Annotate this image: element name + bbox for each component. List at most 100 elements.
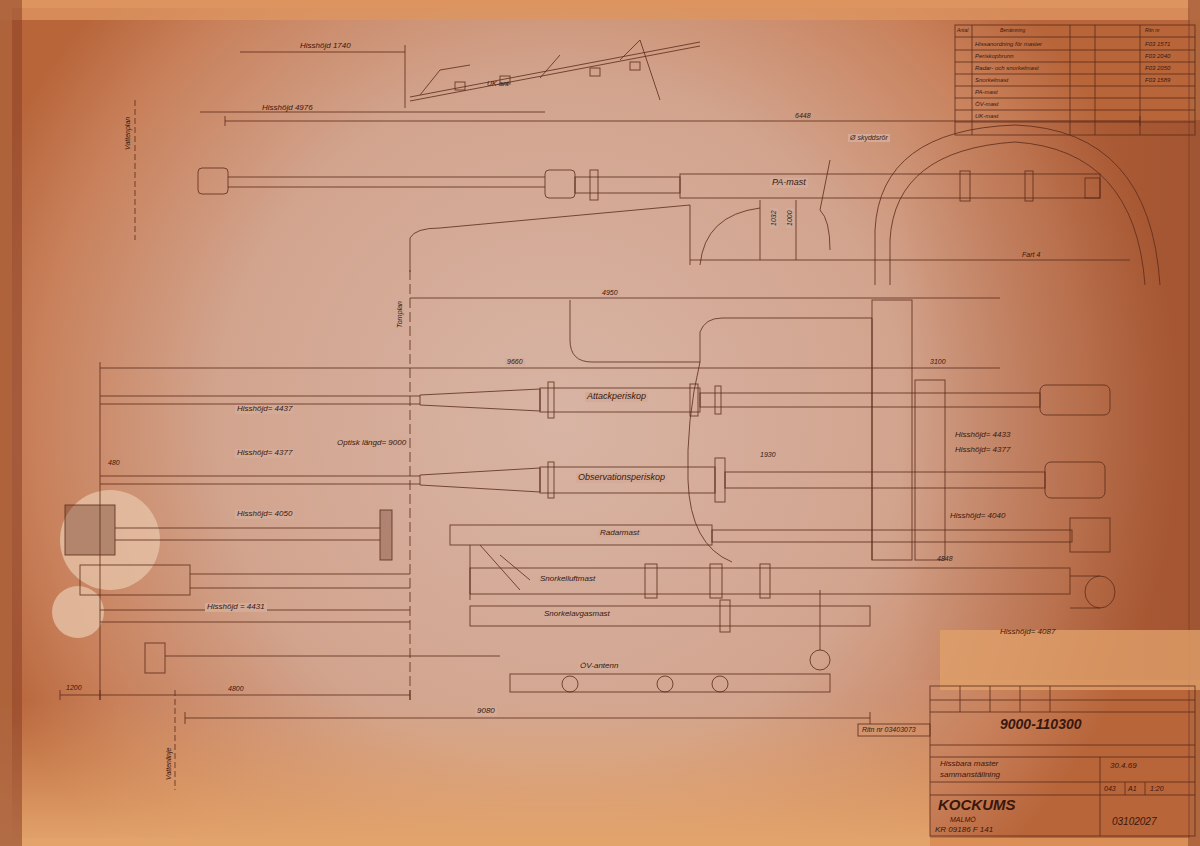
- drawing-rect: [760, 564, 770, 598]
- drawing-line: [960, 686, 961, 712]
- drawing-rect: [700, 393, 1040, 407]
- drawing-line: [185, 718, 870, 719]
- drawing-line: [175, 690, 176, 790]
- drawing-line: [796, 200, 797, 260]
- drawing-path: [410, 205, 690, 272]
- drawing-line: [410, 298, 1000, 299]
- drawing-label: A1: [1128, 785, 1137, 793]
- drawing-rect: [630, 62, 640, 70]
- drawing-line: [1070, 608, 1100, 609]
- drawing-line: [955, 37, 1195, 38]
- drawing-line: [100, 484, 420, 485]
- drawing-line: [1095, 25, 1096, 135]
- drawing-label: 1032: [770, 208, 778, 228]
- drawing-label: sammanställning: [940, 771, 1000, 780]
- drawing-rect: [545, 170, 575, 198]
- drawing-line: [930, 782, 1195, 783]
- drawing-label: Hisshöjd= 4087: [1000, 628, 1055, 637]
- drawing-label: F03 1571: [1145, 41, 1170, 48]
- drawing-rect: [590, 170, 598, 200]
- drawing-circle: [712, 676, 728, 692]
- drawing-rect: [198, 168, 228, 194]
- drawing-line: [228, 187, 545, 188]
- drawing-label: 30.4.69: [1110, 762, 1137, 771]
- drawing-label: Attackperiskop: [585, 392, 648, 402]
- drawing-circle: [562, 676, 578, 692]
- drawing-rect: [0, 0, 22, 846]
- drawing-label: Vattenplan: [124, 117, 132, 150]
- drawing-path: [420, 468, 540, 492]
- drawing-label: 4950: [600, 289, 620, 297]
- drawing-line: [1145, 782, 1146, 795]
- drawing-rect: [455, 82, 465, 90]
- drawing-line: [135, 100, 136, 240]
- drawing-rect: [715, 458, 725, 502]
- drawing-label: 9080: [475, 707, 497, 716]
- drawing-label: ÖV-mast: [975, 101, 998, 108]
- drawing-line: [1070, 576, 1100, 577]
- drawing-label: 4848: [937, 555, 953, 563]
- drawing-label: Hisshöjd= 4377: [955, 446, 1010, 455]
- drawing-line: [1140, 25, 1141, 135]
- drawing-rect: [470, 606, 870, 626]
- drawing-line: [955, 74, 1195, 75]
- drawing-label: 480: [108, 459, 120, 467]
- drawing-ellipse: [1085, 576, 1115, 608]
- drawing-line: [100, 622, 410, 623]
- drawing-line: [955, 98, 1195, 99]
- drawing-path: [688, 362, 732, 562]
- drawing-rect: [725, 472, 1045, 488]
- drawing-line: [405, 45, 406, 108]
- drawing-rect: [1025, 171, 1033, 201]
- drawing-line: [690, 260, 1130, 261]
- drawing-label: UK-mast: [975, 113, 998, 120]
- drawing-label: F03 2050: [1145, 65, 1170, 72]
- drawing-label: Hissbara master: [940, 760, 998, 769]
- drawing-path: [690, 160, 830, 265]
- drawing-line: [955, 62, 1195, 63]
- drawing-circle: [52, 586, 104, 638]
- drawing-g: [858, 686, 1195, 836]
- drawing-rect: [0, 700, 930, 846]
- drawing-line: [115, 528, 380, 529]
- drawing-label: PA-mast: [975, 89, 998, 96]
- drawing-rect: [872, 300, 912, 560]
- drawing-rect: [548, 462, 554, 498]
- drawing-path: [420, 389, 540, 411]
- drawing-label: 4800: [228, 685, 244, 693]
- drawing-rect: [380, 510, 392, 560]
- drawing-label: F03 1589: [1145, 77, 1170, 84]
- drawing-line: [60, 695, 410, 696]
- drawing-line: [410, 46, 700, 101]
- drawing-rect: [450, 525, 712, 545]
- drawing-label: KOCKUMS: [938, 797, 1016, 814]
- drawing-rect: [712, 530, 1072, 542]
- drawing-label: Vattenlinje: [165, 748, 173, 780]
- drawing-line: [930, 757, 1195, 758]
- drawing-line: [955, 86, 1195, 87]
- drawing-label: Radarmast: [598, 529, 641, 538]
- drawing-line: [930, 700, 1195, 701]
- drawing-line: [1050, 686, 1051, 712]
- drawing-line: [870, 712, 871, 724]
- drawing-line: [955, 122, 1195, 123]
- drawing-line: [1070, 25, 1071, 135]
- drawing-line: [240, 52, 405, 53]
- drawing-label: Hisshöjd= 4040: [950, 512, 1005, 521]
- drawing-line: [1125, 782, 1126, 795]
- drawing-label: Observationsperiskop: [576, 473, 667, 483]
- drawing-line: [115, 540, 380, 541]
- drawing-line: [972, 25, 973, 135]
- drawing-line: [185, 712, 186, 724]
- drawing-rect: [590, 68, 600, 76]
- drawing-label: Hisshöjd= 4050: [235, 510, 294, 519]
- drawing-label: 9660: [505, 358, 525, 366]
- drawing-rect: [540, 388, 700, 412]
- drawing-path: [890, 142, 1145, 285]
- drawing-label: 1000: [786, 208, 794, 228]
- drawing-rect: [548, 382, 554, 418]
- drawing-label: Benämning: [1000, 28, 1025, 34]
- drawing-line: [410, 690, 411, 700]
- drawing-path: [875, 125, 1160, 285]
